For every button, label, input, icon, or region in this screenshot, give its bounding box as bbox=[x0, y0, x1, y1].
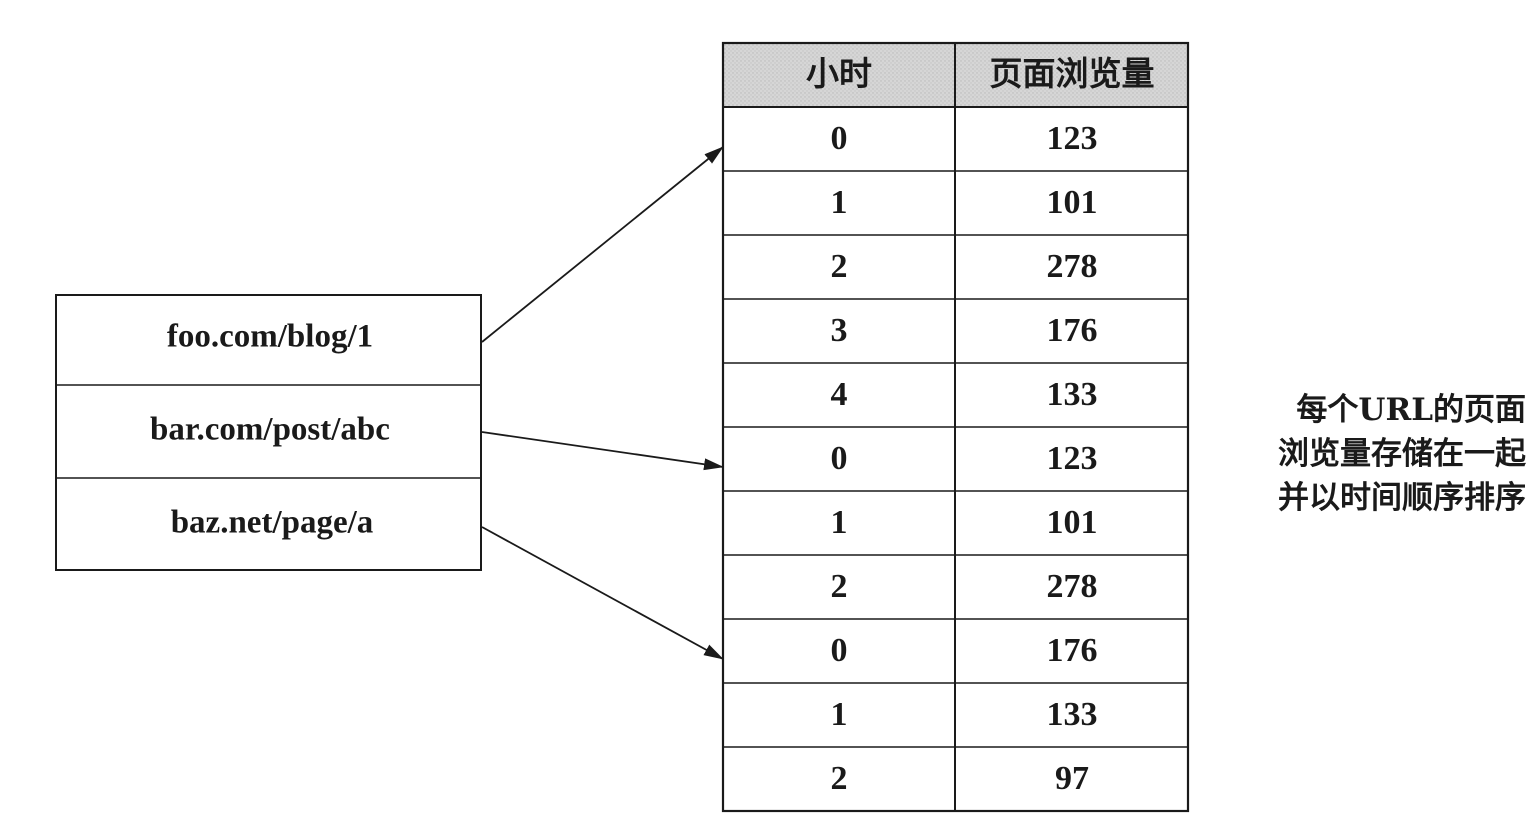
table-cell-pageviews: 101 bbox=[1047, 504, 1098, 541]
table-cell-pageviews: 278 bbox=[1047, 568, 1098, 605]
arrow bbox=[481, 431, 724, 471]
table-cell-pageviews: 176 bbox=[1047, 632, 1098, 669]
table-cell-hour: 0 bbox=[831, 120, 848, 157]
table-header-pageviews: 页面浏览量 bbox=[990, 54, 1155, 93]
url-list-border bbox=[55, 294, 482, 571]
table-cell-pageviews: 101 bbox=[1047, 184, 1098, 221]
url-item: baz.net/page/a bbox=[171, 505, 374, 541]
table-header-hour: 小时 bbox=[806, 54, 872, 93]
table-cell-hour: 1 bbox=[831, 696, 848, 733]
table-cell-pageviews: 97 bbox=[1055, 760, 1089, 797]
arrow bbox=[481, 526, 724, 660]
pageview-table: 小时 页面浏览量 0 123 1 101 2 278 3 176 4 133 0 123 1 101 2 27… bbox=[721, 41, 1190, 813]
table-cell-hour: 0 bbox=[831, 632, 848, 669]
url-list: foo.com/blog/1 bar.com/post/abc baz.net/… bbox=[55, 294, 482, 571]
table-cell-hour: 2 bbox=[831, 248, 848, 285]
table-cell-hour: 0 bbox=[831, 440, 848, 477]
caption-line: 每个URL的页面 bbox=[1296, 392, 1526, 428]
caption-line: 并以时间顺序排序 bbox=[1278, 480, 1526, 516]
table-cell-hour: 4 bbox=[831, 376, 848, 413]
table-cell-pageviews: 123 bbox=[1047, 440, 1098, 477]
table-cell-hour: 1 bbox=[831, 184, 848, 221]
arrow bbox=[481, 146, 724, 343]
table-cell-pageviews: 176 bbox=[1047, 312, 1098, 349]
table-cell-hour: 1 bbox=[831, 504, 848, 541]
table-cell-pageviews: 133 bbox=[1047, 376, 1098, 413]
arrows bbox=[481, 146, 724, 660]
url-item: foo.com/blog/1 bbox=[167, 319, 373, 355]
caption-note: 每个URL的页面 浏览量存储在一起 并以时间顺序排序 bbox=[1226, 388, 1526, 520]
table-cell-hour: 2 bbox=[831, 568, 848, 605]
table-cell-pageviews: 133 bbox=[1047, 696, 1098, 733]
url-item: bar.com/post/abc bbox=[150, 412, 390, 448]
table-cell-hour: 2 bbox=[831, 760, 848, 797]
table-cell-hour: 3 bbox=[831, 312, 848, 349]
table-cell-pageviews: 123 bbox=[1047, 120, 1098, 157]
caption-line: 浏览量存储在一起 bbox=[1278, 436, 1526, 472]
table-cell-pageviews: 278 bbox=[1047, 248, 1098, 285]
